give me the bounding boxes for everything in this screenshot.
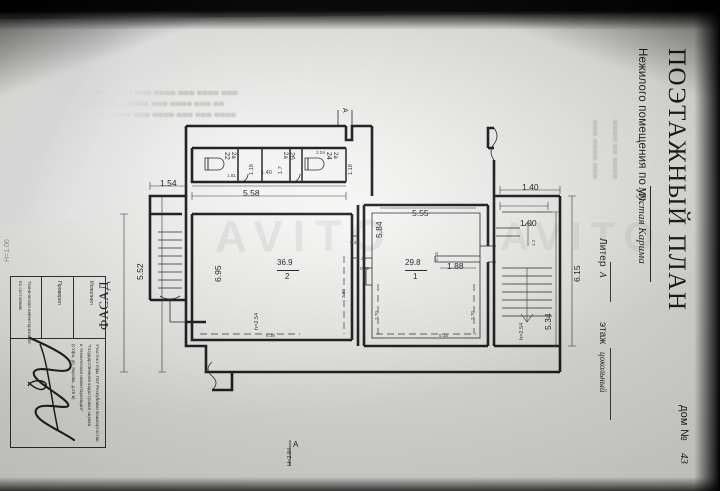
floor-value: цокольный xyxy=(598,352,608,393)
room-24-number: 24 xyxy=(325,152,332,160)
stamp-org-line3: и техническая инвентаризация" xyxy=(79,344,84,412)
dim-room1-thick-t: 0.15 xyxy=(434,252,439,261)
dim-left-inner: 6.95 xyxy=(213,265,223,282)
dim-top-small-1: 1.81 xyxy=(227,173,236,178)
house-label: дом № xyxy=(678,405,690,441)
height-stairs: h=2.54 xyxy=(519,322,525,340)
stamp-org-line2: "Государственная кадастровая оценка xyxy=(87,344,92,427)
dim-right-inner: 5.34 xyxy=(543,313,553,330)
floor-label: этаж xyxy=(597,322,608,345)
room-1-area: 29.8 xyxy=(405,258,421,267)
house-value: 43 xyxy=(678,453,690,464)
dim-room2-right: 3.80 xyxy=(341,289,346,298)
stamp-footer-line2: по состоянию xyxy=(18,281,23,311)
dim-left-top: 1.54 xyxy=(160,178,177,188)
stamp-org-line4: (г.Уфа, ул. Кирова, д.26 в) xyxy=(71,344,76,400)
section-marker-bottom: А xyxy=(293,440,299,449)
dim-right-top: 1.40 xyxy=(522,182,539,192)
room-2-area: 36.9 xyxy=(277,258,293,267)
page-title: ПОЭТАЖНЫЙ ПЛАН xyxy=(663,48,690,312)
section-height-note: Н=2.84 xyxy=(287,447,293,466)
facade-label: ФАСАД xyxy=(96,280,111,330)
dim-stair-rise: 1.2 xyxy=(531,239,536,246)
floor-underline xyxy=(610,348,611,420)
dim-room1-thick-l: 0.39 xyxy=(360,266,369,271)
stamp-org-line1: Участок г.Уфы ГБУ Республики Башкортоста… xyxy=(95,344,100,442)
dim-top-run: 5.58 xyxy=(243,188,260,198)
room-26-number: 26 xyxy=(288,152,295,160)
dim-room1-side-r: 2.70 xyxy=(470,311,475,320)
street-underline xyxy=(650,186,651,282)
dim-right-landing: 1.00 xyxy=(520,218,537,228)
room-22-number: 22 xyxy=(223,152,230,160)
stamp-row1-label: Исполнил xyxy=(88,281,94,305)
stamp-footer-line1: Техническая инвентаризация xyxy=(27,281,32,344)
dim-room2-thick2: 0.39 xyxy=(357,256,366,261)
dim-right-outer: 6.15 xyxy=(572,265,582,282)
dim-room2-bottom: 5.38 xyxy=(266,333,275,338)
dim-room1-side-l: 2.70 xyxy=(374,311,379,320)
dim-top-small-6: 1.18 xyxy=(348,164,354,175)
street-value: Мустая Карима xyxy=(636,187,648,264)
liter-underline xyxy=(610,262,611,302)
stamp-row2-label: Проверил xyxy=(56,281,62,305)
dim-room2-thick: 0.20 xyxy=(350,240,359,245)
liter-label: Литер xyxy=(597,238,608,267)
dim-top-small-4: 1.7 xyxy=(278,166,284,174)
dim-room1-inner-right: 1.88 xyxy=(447,261,464,271)
left-edge-clipped-text: Н=1.00 xyxy=(4,239,11,262)
room-22-area: 2a xyxy=(230,152,236,159)
dim-top-small-2: 1.18 xyxy=(249,164,255,175)
dim-room1-top: 5.55 xyxy=(412,208,429,218)
room-1-number: 1 xyxy=(413,272,418,281)
room-2-divider xyxy=(277,270,299,271)
dim-top-small-3: 1.40 xyxy=(261,170,272,176)
room-1-divider xyxy=(405,270,427,271)
document-subtitle: Нежилого помещения по ул. xyxy=(636,48,648,205)
dim-room1-bottom: 5.15 xyxy=(439,333,448,338)
stamp-block: Исполнил Проверил Участок г.Уфы ГБУ Респ… xyxy=(10,276,106,448)
dim-left-outer: 5.52 xyxy=(135,263,145,280)
section-marker-top: А xyxy=(341,108,348,113)
dim-room1-left: 5.84 xyxy=(374,221,384,238)
dim-top-small-5: 2.04 xyxy=(316,150,325,155)
room-2-number: 2 xyxy=(285,272,290,281)
height-room2: h=2.54 xyxy=(254,312,260,330)
liter-value: А xyxy=(598,272,608,278)
room-24-area: 2a xyxy=(332,152,338,159)
